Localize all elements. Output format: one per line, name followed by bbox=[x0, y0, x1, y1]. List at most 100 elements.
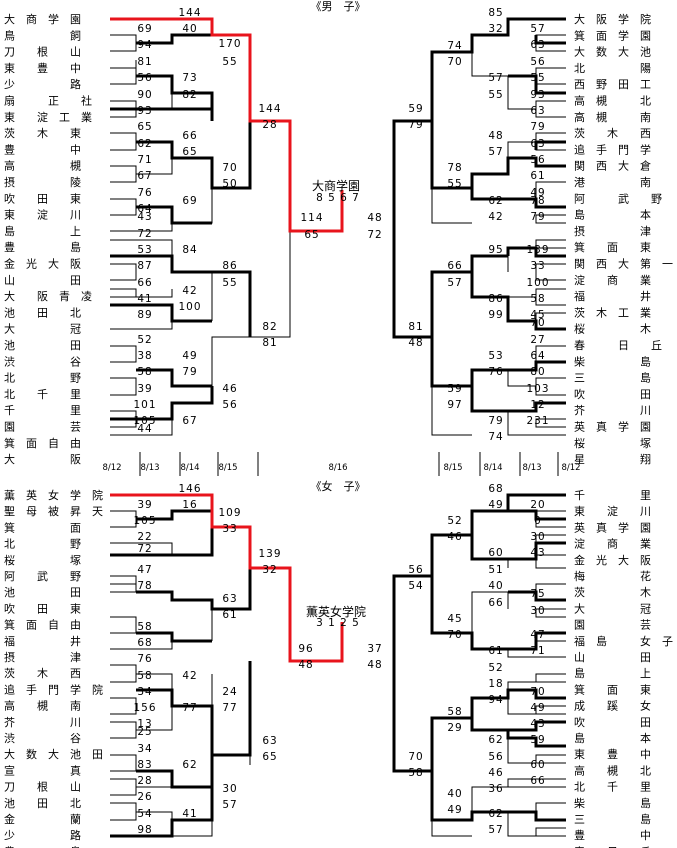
score: 56 bbox=[222, 399, 237, 411]
team-name: 大 数 大 池 bbox=[574, 45, 651, 59]
score: 64 bbox=[137, 203, 152, 215]
score: 69 bbox=[182, 195, 197, 207]
bracket-line bbox=[110, 288, 173, 298]
score: 49 bbox=[182, 350, 197, 362]
team-name: 豊 中 bbox=[574, 829, 651, 842]
score: 18 bbox=[488, 678, 503, 690]
team-name: 東 淀 川 bbox=[4, 208, 81, 222]
team-name: 大 数 大 池 田 bbox=[4, 747, 103, 761]
score: 139 bbox=[526, 244, 549, 256]
score: 63 bbox=[530, 39, 545, 51]
team-name: 吹 田 bbox=[574, 388, 651, 401]
team-name: 淀 商 業 bbox=[574, 273, 651, 287]
team-name: 高 槻 bbox=[4, 159, 81, 173]
score: 70 bbox=[222, 162, 237, 174]
score: 71 bbox=[530, 645, 545, 657]
score: 65 bbox=[182, 146, 197, 158]
score: 49 bbox=[447, 804, 462, 816]
score: 77 bbox=[182, 702, 197, 714]
team-name: 摂 津 bbox=[574, 224, 651, 238]
team-name: 星 翔 bbox=[574, 452, 651, 466]
team-name: 桜 塚 bbox=[4, 553, 81, 567]
bracket-line bbox=[110, 263, 137, 281]
score: 55 bbox=[530, 72, 545, 84]
score: 61 bbox=[222, 609, 237, 621]
score: 75 bbox=[530, 588, 545, 600]
score: 67 bbox=[182, 415, 197, 427]
team-name: 渋 谷 bbox=[4, 355, 81, 368]
score: 105 bbox=[133, 515, 156, 527]
score: 62 bbox=[182, 759, 197, 771]
score: 100 bbox=[526, 277, 549, 289]
team-name: 豊 島 bbox=[4, 240, 81, 254]
score: 48 bbox=[367, 659, 382, 671]
score: 42 bbox=[182, 285, 197, 297]
bracket-line bbox=[110, 386, 214, 421]
score: 73 bbox=[182, 72, 197, 84]
bracket-line bbox=[470, 718, 566, 732]
bracket-line bbox=[430, 771, 566, 822]
score: 99 bbox=[488, 309, 503, 321]
score: 16 bbox=[182, 499, 197, 511]
score: 78 bbox=[530, 195, 545, 207]
team-name: 箕 面 東 bbox=[574, 682, 651, 696]
team-name: 柴 島 bbox=[574, 354, 651, 368]
score: 93 bbox=[530, 89, 545, 101]
score: 65 bbox=[304, 229, 319, 241]
team-name: 薫 英 女 学 院 bbox=[4, 488, 103, 502]
score: 94 bbox=[488, 694, 503, 706]
round-date: 8/14 bbox=[483, 463, 502, 473]
team-name: 茨 木 東 bbox=[4, 126, 81, 140]
score: 52 bbox=[137, 334, 152, 346]
score: 52 bbox=[488, 662, 503, 674]
score: 139 bbox=[258, 548, 281, 560]
score: 66 bbox=[488, 597, 503, 609]
bracket-line bbox=[535, 263, 566, 281]
score: 156 bbox=[133, 702, 156, 714]
score: 231 bbox=[526, 415, 549, 427]
bracket-line bbox=[470, 188, 566, 209]
round-date: 8/16 bbox=[328, 463, 347, 473]
score: 61 bbox=[488, 645, 503, 657]
score: 40 bbox=[488, 580, 503, 592]
score: 49 bbox=[530, 702, 545, 714]
score: 41 bbox=[182, 808, 197, 820]
score: 93 bbox=[137, 105, 152, 117]
bracket-line bbox=[535, 239, 566, 249]
score: 49 bbox=[488, 499, 503, 511]
bracket-line bbox=[392, 17, 566, 231]
bracket-line bbox=[507, 411, 566, 436]
team-name: 春 日 丘 bbox=[574, 339, 662, 352]
bracket-line bbox=[535, 312, 566, 321]
score: 33 bbox=[530, 260, 545, 272]
score: 56 bbox=[530, 56, 545, 68]
score: 44 bbox=[137, 423, 152, 435]
score: 72 bbox=[137, 543, 152, 555]
score: 100 bbox=[178, 301, 201, 313]
score: 87 bbox=[137, 260, 152, 272]
bracket-line bbox=[136, 121, 252, 190]
team-name: 柴 島 bbox=[574, 796, 651, 810]
score: 53 bbox=[488, 350, 503, 362]
bracket-line bbox=[506, 246, 566, 258]
bracket-line bbox=[136, 661, 252, 757]
score: 94 bbox=[137, 39, 152, 51]
bracket-line bbox=[110, 493, 344, 663]
score: 32 bbox=[488, 23, 503, 35]
team-name: 大 商 学 園 bbox=[4, 12, 81, 26]
bracket-line bbox=[136, 706, 173, 731]
score: 45 bbox=[447, 613, 462, 625]
team-name: 英 真 学 園 bbox=[574, 420, 651, 434]
women-champion: 薫英女学院 bbox=[306, 604, 366, 619]
team-name: 箕 面 bbox=[4, 520, 81, 534]
score: 109 bbox=[218, 507, 241, 519]
team-name: 千 里 bbox=[4, 404, 81, 417]
score: 58 bbox=[137, 621, 152, 633]
score: 63 bbox=[222, 593, 237, 605]
men-title: 《男 子》 bbox=[311, 0, 366, 13]
bracket-line bbox=[110, 664, 137, 683]
round-date: 8/12 bbox=[102, 463, 121, 473]
score: 25 bbox=[137, 726, 152, 738]
score: 79 bbox=[530, 121, 545, 133]
bracket-line bbox=[470, 272, 566, 331]
